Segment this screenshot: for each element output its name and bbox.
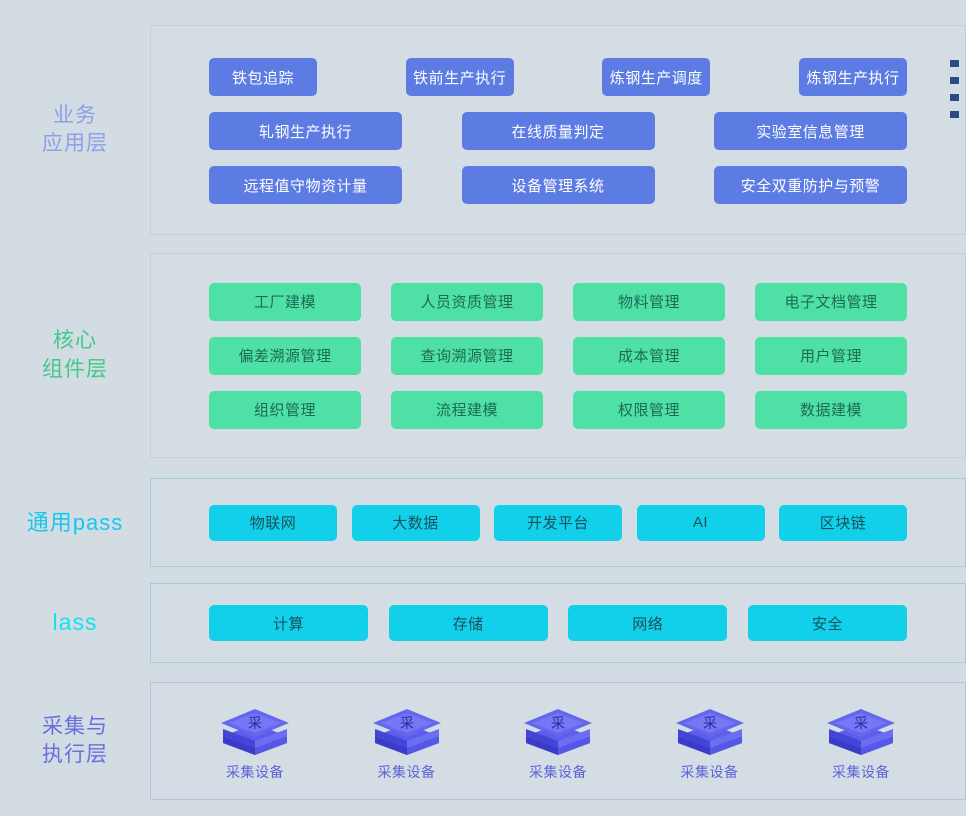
edge-marker bbox=[950, 60, 959, 67]
chip-electronic-document-management[interactable]: 电子文档管理 bbox=[755, 282, 907, 321]
layer-panel-business-application: 铁包追踪 铁前生产执行 炼钢生产调度 炼钢生产执行 轧钢生产执行 在线质量判定 … bbox=[150, 25, 966, 235]
collection-device-cube-icon: 采 bbox=[524, 708, 592, 755]
device-caption: 采集设备 bbox=[680, 763, 739, 780]
chip-remote-unattended-material-metering[interactable]: 远程值守物资计量 bbox=[209, 166, 402, 204]
business-chip-row-1: 铁包追踪 铁前生产执行 炼钢生产调度 炼钢生产执行 bbox=[209, 58, 907, 96]
device-item-1[interactable]: 采 采集设备 bbox=[196, 701, 314, 782]
core-chip-row-2: 偏差溯源管理 查询溯源管理 成本管理 用户管理 bbox=[209, 336, 907, 375]
chip-permission-management[interactable]: 权限管理 bbox=[573, 390, 725, 429]
layer-business-application: 业务 应用层 铁包追踪 铁前生产执行 炼钢生产调度 炼钢生产执行 轧钢生产执行 … bbox=[0, 25, 966, 235]
chip-steelmaking-production-execution[interactable]: 炼钢生产执行 bbox=[798, 58, 907, 96]
device-glyph: 采 bbox=[248, 715, 262, 731]
chip-laboratory-information-management[interactable]: 实验室信息管理 bbox=[714, 112, 907, 150]
chip-process-modeling[interactable]: 流程建模 bbox=[391, 390, 543, 429]
layer-panel-iaas: 计算 存储 网络 安全 bbox=[150, 583, 966, 663]
chip-rolling-production-execution[interactable]: 轧钢生产执行 bbox=[209, 112, 402, 150]
chip-security[interactable]: 安全 bbox=[747, 605, 907, 641]
chip-ai[interactable]: AI bbox=[636, 504, 765, 541]
layer-iaas: lass 计算 存储 网络 安全 bbox=[0, 583, 966, 663]
chip-development-platform[interactable]: 开发平台 bbox=[494, 504, 622, 541]
collection-device-cube-icon: 采 bbox=[827, 708, 895, 755]
chip-steelmaking-production-scheduling[interactable]: 炼钢生产调度 bbox=[602, 58, 711, 96]
layer-panel-core-component: 工厂建模 人员资质管理 物料管理 电子文档管理 偏差溯源管理 查询溯源管理 成本… bbox=[150, 253, 966, 458]
layer-common-paas: 通用pass 物联网 大数据 开发平台 AI 区块链 bbox=[0, 478, 966, 567]
layer-label-business-application: 业务 应用层 bbox=[42, 103, 108, 155]
device-item-2[interactable]: 采 采集设备 bbox=[348, 701, 466, 782]
chip-data-modeling[interactable]: 数据建模 bbox=[755, 390, 907, 429]
chip-personnel-qualification-management[interactable]: 人员资质管理 bbox=[391, 282, 543, 321]
chip-deviation-traceability-management[interactable]: 偏差溯源管理 bbox=[209, 336, 361, 375]
device-item-3[interactable]: 采 采集设备 bbox=[499, 701, 617, 782]
device-caption: 采集设备 bbox=[529, 763, 587, 780]
chip-safety-dual-prevention-and-warning[interactable]: 安全双重防护与预警 bbox=[714, 166, 907, 204]
business-chip-row-2: 轧钢生产执行 在线质量判定 实验室信息管理 bbox=[209, 112, 907, 150]
core-chip-row-1: 工厂建模 人员资质管理 物料管理 电子文档管理 bbox=[209, 282, 907, 321]
device-caption: 采集设备 bbox=[226, 763, 284, 780]
device-caption: 采集设备 bbox=[377, 763, 436, 780]
edge-marker bbox=[950, 94, 959, 101]
layer-panel-common-paas: 物联网 大数据 开发平台 AI 区块链 bbox=[150, 478, 966, 567]
chip-iron-ladle-tracking[interactable]: 铁包追踪 bbox=[209, 58, 317, 96]
iaas-chip-row: 计算 存储 网络 安全 bbox=[209, 605, 907, 641]
edge-cutoff-markers bbox=[950, 60, 962, 118]
chip-iot[interactable]: 物联网 bbox=[209, 504, 337, 541]
layer-label-iaas: lass bbox=[52, 609, 98, 636]
device-glyph: 采 bbox=[854, 715, 868, 731]
paas-chip-row: 物联网 大数据 开发平台 AI 区块链 bbox=[209, 504, 907, 541]
layer-core-component: 核心 组件层 工厂建模 人员资质管理 物料管理 电子文档管理 偏差溯源管理 查询… bbox=[0, 253, 966, 458]
edge-marker bbox=[950, 111, 959, 118]
device-glyph: 采 bbox=[551, 715, 565, 731]
device-caption: 采集设备 bbox=[832, 763, 890, 780]
business-chip-row-3: 远程值守物资计量 设备管理系统 安全双重防护与预警 bbox=[209, 166, 907, 204]
chip-online-quality-judgement[interactable]: 在线质量判定 bbox=[461, 112, 655, 150]
chip-storage[interactable]: 存储 bbox=[388, 605, 548, 641]
chip-material-management[interactable]: 物料管理 bbox=[573, 282, 725, 321]
chip-cost-management[interactable]: 成本管理 bbox=[573, 336, 725, 375]
chip-factory-modeling[interactable]: 工厂建模 bbox=[209, 282, 361, 321]
device-item-4[interactable]: 采 采集设备 bbox=[651, 701, 769, 782]
collection-device-cube-icon: 采 bbox=[675, 708, 744, 755]
edge-marker bbox=[950, 77, 959, 84]
layer-label-common-paas: 通用pass bbox=[26, 509, 124, 535]
chip-pre-iron-production-execution[interactable]: 铁前生产执行 bbox=[405, 58, 514, 96]
layer-panel-collection-execution: 采 采集设备 bbox=[150, 682, 966, 800]
core-chip-row-3: 组织管理 流程建模 权限管理 数据建模 bbox=[209, 390, 907, 429]
layer-collection-execution: 采集与 执行层 采 bbox=[0, 682, 966, 800]
device-item-5[interactable]: 采 采集设备 bbox=[802, 701, 920, 782]
layer-label-collection-execution: 采集与 执行层 bbox=[42, 714, 108, 766]
collection-device-cube-icon: 采 bbox=[372, 708, 441, 755]
chip-network[interactable]: 网络 bbox=[568, 605, 728, 641]
chip-user-management[interactable]: 用户管理 bbox=[755, 336, 907, 375]
chip-organization-management[interactable]: 组织管理 bbox=[209, 390, 361, 429]
collection-device-cube-icon: 采 bbox=[221, 708, 289, 755]
chip-big-data[interactable]: 大数据 bbox=[351, 504, 480, 541]
chip-equipment-management-system[interactable]: 设备管理系统 bbox=[461, 166, 655, 204]
device-glyph: 采 bbox=[703, 715, 717, 731]
device-row: 采 采集设备 bbox=[196, 701, 920, 782]
chip-query-traceability-management[interactable]: 查询溯源管理 bbox=[391, 336, 543, 375]
chip-compute[interactable]: 计算 bbox=[209, 605, 368, 641]
device-glyph: 采 bbox=[400, 715, 414, 731]
chip-blockchain[interactable]: 区块链 bbox=[779, 504, 907, 541]
layer-label-core-component: 核心 组件层 bbox=[42, 329, 108, 381]
